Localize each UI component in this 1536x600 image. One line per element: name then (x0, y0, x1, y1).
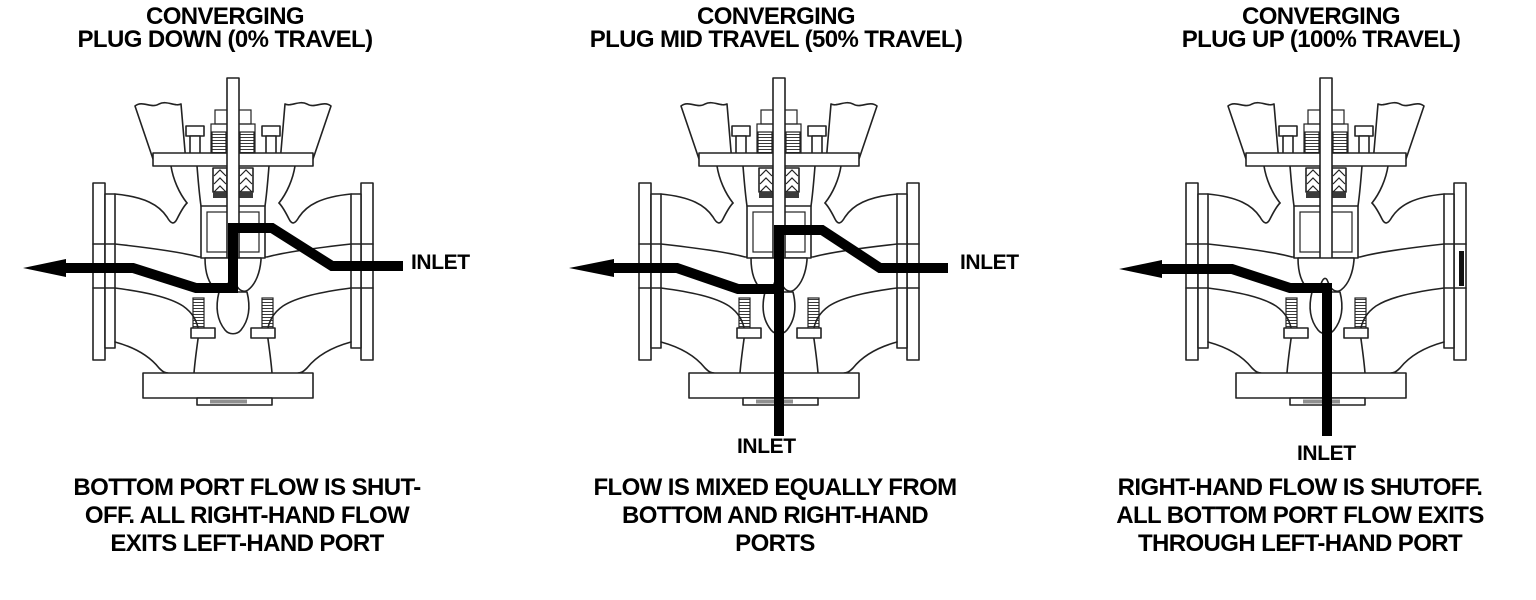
flow-arrowhead-left-outlet (23, 259, 66, 277)
flow-arrowhead-left-outlet (569, 259, 614, 277)
inlet-label-right-plug-mid: INLET (960, 251, 1019, 274)
inlet-label-bottom-plug-up: INLET (1297, 442, 1356, 465)
panel-title-plug-mid: CONVERGING PLUG MID TRAVEL (50% TRAVEL) (589, 3, 963, 53)
panel-caption-plug-down: BOTTOM PORT FLOW IS SHUT- OFF. ALL RIGHT… (73, 474, 421, 557)
panel-title-plug-down: CONVERGING PLUG DOWN (0% TRAVEL) (77, 3, 374, 53)
inlet-label-right-plug-down: INLET (411, 251, 470, 274)
flow-path-right-and-bottom-inlet (774, 225, 948, 436)
flow-plug-mid (569, 225, 948, 436)
flow-path-bottom-to-left (1160, 264, 1332, 436)
flow-path-left-outlet (612, 263, 779, 294)
flow-arrowhead-left-outlet (1119, 260, 1162, 278)
panel-title-plug-up: CONVERGING PLUG UP (100% TRAVEL) (1181, 3, 1461, 53)
panel-caption-plug-up: RIGHT-HAND FLOW IS SHUTOFF. ALL BOTTOM P… (1116, 474, 1484, 557)
panel-caption-plug-mid: FLOW IS MIXED EQUALLY FROM BOTTOM AND RI… (593, 474, 957, 557)
right-port-shutoff-seat-bar (1459, 251, 1464, 286)
flow-plug-up (1119, 251, 1464, 436)
inlet-label-bottom-plug-mid: INLET (737, 435, 796, 458)
flow-plug-down (23, 223, 403, 293)
flow-path-right-to-left (64, 223, 403, 293)
